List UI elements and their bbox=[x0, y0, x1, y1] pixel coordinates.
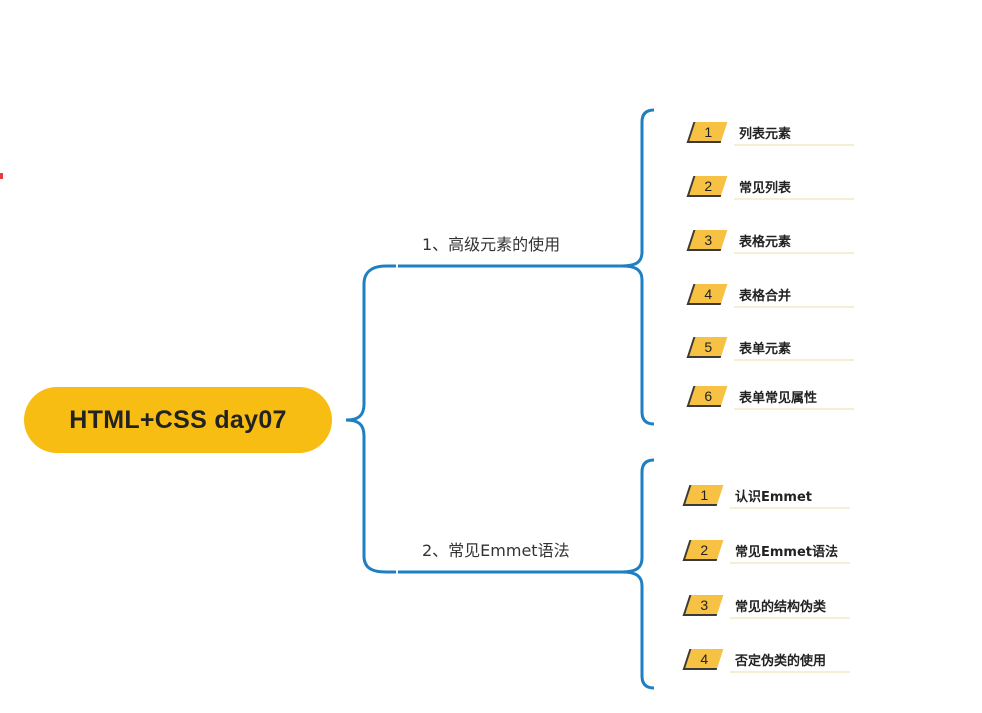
leaf-node[interactable]: 3 常见的结构伪类 bbox=[682, 588, 856, 622]
leaf-label: 常见的结构伪类 bbox=[735, 599, 827, 615]
number-badge: 2 bbox=[686, 175, 728, 197]
number-badge: 1 bbox=[686, 121, 728, 143]
number-badge: 3 bbox=[686, 229, 728, 251]
edge-marker bbox=[0, 173, 3, 179]
number-badge: 3 bbox=[682, 594, 724, 616]
leaf-node[interactable]: 5 表单元素 bbox=[686, 330, 860, 364]
number-badge: 5 bbox=[686, 336, 728, 358]
root-bracket-lower bbox=[345, 418, 396, 574]
number-badge: 6 bbox=[686, 385, 728, 407]
leaf-node[interactable]: 2 常见列表 bbox=[686, 169, 860, 203]
root-title: HTML+CSS day07 bbox=[69, 405, 287, 434]
leaf-label: 否定伪类的使用 bbox=[735, 653, 827, 669]
leaf-label: 常见Emmet语法 bbox=[735, 544, 839, 560]
number-badge: 4 bbox=[686, 283, 728, 305]
leaf-label: 常见列表 bbox=[739, 180, 792, 196]
branch-1-label[interactable]: 1、高级元素的使用 bbox=[422, 235, 561, 254]
number-badge: 4 bbox=[682, 648, 724, 670]
branch-2-label[interactable]: 2、常见Emmet语法 bbox=[422, 541, 570, 560]
leaf-node[interactable]: 4 否定伪类的使用 bbox=[682, 642, 856, 676]
leaf-label: 表单常见属性 bbox=[739, 390, 818, 406]
leaf-node[interactable]: 2 常见Emmet语法 bbox=[682, 533, 856, 567]
number-badge: 1 bbox=[682, 484, 724, 506]
leaf-node[interactable]: 6 表单常见属性 bbox=[686, 379, 860, 413]
root-bracket bbox=[345, 264, 396, 422]
leaf-label: 表格合并 bbox=[739, 288, 792, 304]
leaf-node[interactable]: 3 表格元素 bbox=[686, 223, 860, 257]
number-badge: 2 bbox=[682, 539, 724, 561]
leaf-label: 表格元素 bbox=[739, 234, 792, 250]
leaf-node[interactable]: 1 认识Emmet bbox=[682, 478, 856, 512]
branch-1-bracket-lower bbox=[621, 264, 655, 426]
leaf-label: 认识Emmet bbox=[735, 489, 813, 505]
root-node[interactable]: HTML+CSS day07 bbox=[24, 387, 332, 453]
leaf-node[interactable]: 1 列表元素 bbox=[686, 115, 860, 149]
leaf-label: 表单元素 bbox=[739, 341, 792, 357]
leaf-node[interactable]: 4 表格合并 bbox=[686, 277, 860, 311]
branch-1-bracket bbox=[621, 108, 655, 268]
branch-2-bracket-lower bbox=[621, 570, 655, 690]
leaf-label: 列表元素 bbox=[739, 126, 792, 142]
branch-2-bracket bbox=[621, 458, 655, 574]
